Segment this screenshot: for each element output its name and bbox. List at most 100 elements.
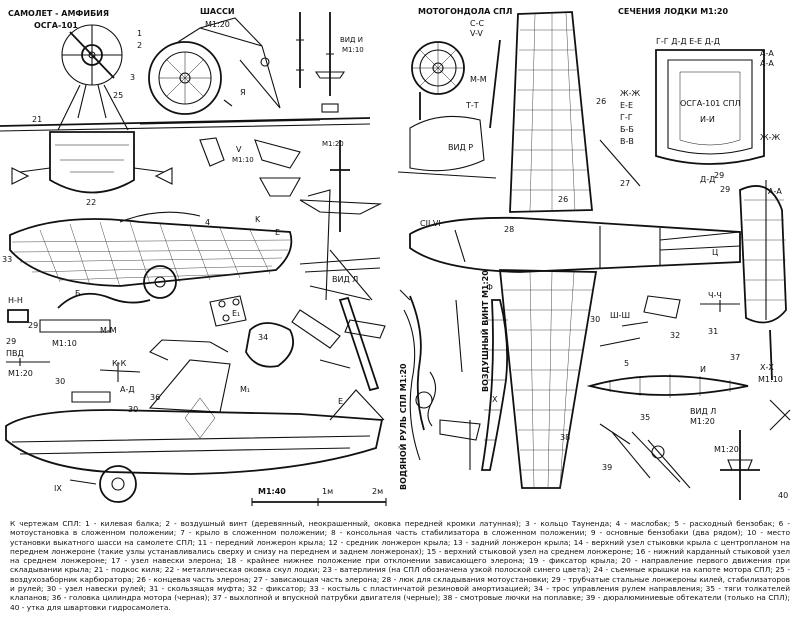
- bolt-1: [218, 300, 226, 308]
- section-label-bb: Б-Б: [620, 125, 634, 134]
- pn-30: 30: [55, 377, 65, 386]
- chassis-arrow: [223, 99, 233, 107]
- chassis-strut-frame: [177, 17, 281, 109]
- float-detail: [291, 309, 341, 349]
- section-k-mark: K: [255, 215, 261, 224]
- folded-hull-outline: [9, 218, 293, 287]
- hull-chines: [11, 435, 371, 455]
- boat-sections-title: СЕЧЕНИЯ ЛОДКИ М1:20: [618, 7, 728, 16]
- pn-26: 26: [596, 97, 606, 106]
- wing-lower-line: [0, 119, 371, 132]
- pushrods: [299, 257, 381, 301]
- pn-31: 31: [708, 327, 718, 336]
- stabilizer-plan: [299, 199, 383, 215]
- pn-22: 22: [86, 198, 96, 207]
- strut-fittings: [296, 39, 334, 71]
- aileron-section: [586, 375, 749, 396]
- upper-wing-ribs: [512, 12, 590, 212]
- bracket: [314, 71, 346, 79]
- scale-m110-c: М1:10: [758, 375, 783, 384]
- plan-view: 29 Ц 27 26 СII VI Ф Х ВОЗДУШНЫЙ ВИНТ М1:…: [397, 11, 787, 490]
- osga-spl: ОСГА-101 СПЛ: [680, 99, 741, 108]
- spar-link: [319, 359, 351, 369]
- bolt-2: [232, 298, 240, 306]
- pn-38: 38: [560, 433, 570, 442]
- wingtip-floats: [11, 167, 173, 185]
- folding-strut: [307, 189, 373, 301]
- step-line: [69, 479, 97, 485]
- boat-sections: СЕЧЕНИЯ ЛОДКИ М1:20 Г-Г Д-Д Е-Е Д-Д А-А …: [599, 7, 782, 196]
- folded-wheel: [143, 265, 177, 299]
- section-label-ix: IX: [54, 484, 62, 493]
- spl-side-view-folded: 33 4 K Е: [2, 211, 293, 299]
- hull-section-outer: [655, 49, 765, 165]
- pn-32: 32: [670, 331, 680, 340]
- section-e2: Е: [338, 397, 343, 406]
- rudder-fitting: [439, 419, 481, 441]
- scale-m110-b: М1:10: [52, 339, 77, 348]
- hull-insignia: [184, 397, 216, 439]
- amphibian-title-line2: ОСГА-101: [34, 21, 78, 30]
- propeller-blade-plan: [480, 299, 509, 471]
- section-label-mm-b: М-М: [470, 75, 487, 84]
- folded-hull-grid: [11, 221, 291, 288]
- float-profile: [57, 292, 151, 309]
- main-hull-outline: [5, 409, 384, 475]
- view-l-label: ВИД Л: [332, 275, 358, 284]
- k-k-detail: [99, 362, 141, 382]
- ch-ch-fitting: [643, 295, 681, 319]
- scale-m120-a: М1:20: [322, 140, 344, 148]
- rudder-hinge: [415, 391, 433, 409]
- drawing-legend: К чертежам СПЛ: 1 - килевая балка; 2 - в…: [10, 519, 790, 612]
- aileron-ribs: [609, 374, 731, 398]
- section-label-nn: Н-Н: [8, 296, 23, 305]
- scale-ticks: [251, 498, 387, 506]
- nacelle-base: [397, 171, 497, 179]
- bracket-lines: [599, 139, 641, 187]
- cable-lines: [455, 299, 471, 470]
- section-label-xx: Х-Х: [760, 363, 774, 372]
- section-label-aa-2: А-А: [760, 59, 774, 68]
- section-label-mm: М-М: [100, 326, 117, 335]
- section-m1: M₁: [240, 385, 250, 394]
- right-small-details: Ч-Ч Ш-Ш 31 32 Х-Х М1:10 5 И ВИД Л М1:20 …: [586, 231, 791, 500]
- section-dd: Д-Д: [700, 175, 715, 184]
- section-label-aa: А-А: [760, 49, 774, 58]
- chassis-pivot: [260, 57, 270, 67]
- chassis-wheel-tire: [148, 41, 222, 115]
- folded-wheel-hub: [154, 276, 166, 288]
- pn-25: 25: [113, 91, 123, 100]
- tubular-struts: [299, 12, 331, 96]
- lower-wing-ribs: [502, 271, 594, 489]
- bolt-3: [222, 314, 230, 322]
- chassis-detail: ШАССИ М1:20 Я: [148, 7, 281, 115]
- engine-cylinder-head: [245, 322, 294, 368]
- scale-m110-a: М1:10: [232, 156, 254, 164]
- view-i-scale: М1:10: [342, 46, 364, 54]
- pn-34: 34: [258, 333, 268, 342]
- section-label-zhzh-2: Ж-Ж: [760, 133, 781, 142]
- engine-nacelle-side: [148, 359, 231, 413]
- wing-leading-line: [0, 117, 371, 127]
- vertical-fin: [329, 389, 385, 421]
- hull-section-mid: [667, 59, 753, 155]
- hull-section-inner: [679, 71, 741, 146]
- n-n-section: [7, 309, 29, 323]
- pn-3: 3: [130, 73, 135, 82]
- spl-side-view-main: IX 36 M₁ Е М1:40 1м 2м: [5, 339, 387, 506]
- section-i: И: [700, 365, 706, 374]
- center-engine-parts: ВИД Л Е₁ 34: [209, 257, 386, 368]
- tail-boom-lines: [659, 231, 741, 251]
- section-aa-3: А-А: [768, 187, 782, 196]
- chassis-wheel-spokes: [159, 52, 211, 104]
- section-label-zhzh: Ж-Ж: [620, 89, 641, 98]
- pn-2: 2: [137, 41, 142, 50]
- nacelle-section: МОТОГОНДОЛА СПЛ С-С V-V М-М Т-Т ВИД Р: [397, 7, 512, 179]
- rudder-outline: [399, 289, 421, 461]
- scale-m120-b: М1:20: [8, 369, 33, 378]
- mount-plate: [209, 295, 247, 327]
- ch-ch-section: [700, 300, 740, 312]
- pn-33: 33: [2, 255, 12, 264]
- cockpit-canopy: [119, 211, 201, 223]
- section-label-vv-2: В-В: [620, 137, 634, 146]
